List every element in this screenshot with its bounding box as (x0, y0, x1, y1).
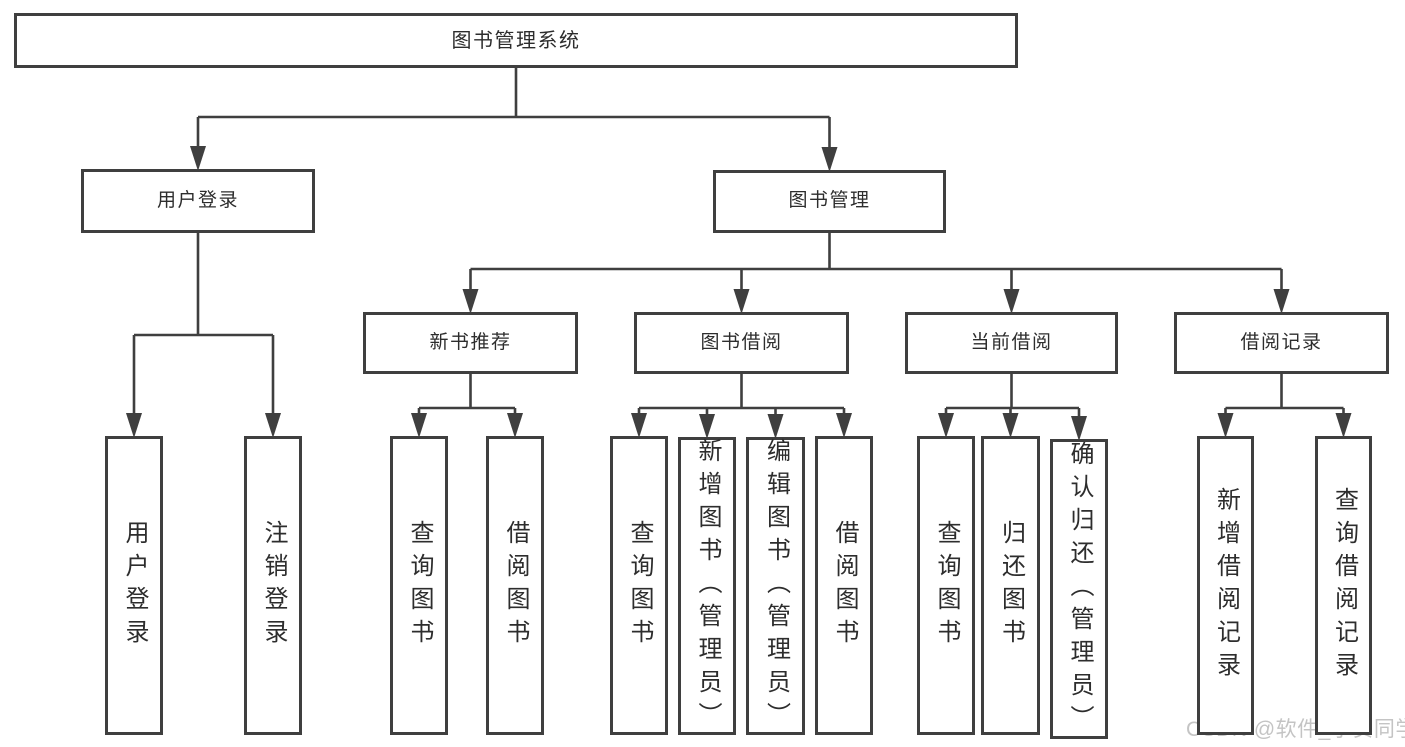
node-borrow-records: 借阅记录 (1174, 312, 1389, 374)
node-label-bb-borrow-book: 借阅图书 (831, 519, 858, 652)
node-current-borrow: 当前借阅 (905, 312, 1118, 374)
edge-book-mgmt (462, 233, 1290, 314)
node-label-bb-edit-book: 编辑图书（管理员） (762, 437, 790, 735)
node-label-cb-return-book: 归还图书 (997, 519, 1025, 652)
node-bb-edit-book: 编辑图书（管理员） (746, 437, 805, 735)
node-logout: 注销登录 (244, 436, 302, 735)
node-label-book-borrow: 图书借阅 (700, 331, 783, 353)
arrow-head (1002, 413, 1019, 438)
node-label-nbr-borrow-book: 借阅图书 (502, 519, 529, 652)
node-label-nbr-query-book: 查询图书 (406, 519, 433, 652)
node-new-book-rec: 新书推荐 (363, 312, 578, 374)
node-label-bb-add-book: 新增图书（管理员） (694, 437, 721, 735)
arrow-head (631, 413, 647, 438)
arrow-head (462, 289, 479, 314)
node-book-borrow: 图书借阅 (634, 312, 849, 374)
edge-book-borrow (631, 374, 852, 439)
node-bb-borrow-book: 借阅图书 (815, 436, 873, 735)
arrow-head (938, 413, 954, 438)
node-label-root: 图书管理系统 (451, 29, 581, 52)
node-cb-query-book: 查询图书 (917, 436, 975, 735)
node-label-logout: 注销登录 (260, 519, 287, 652)
node-label-user-login: 用户登录 (121, 519, 148, 652)
node-login: 用户登录 (81, 169, 315, 233)
node-label-bb-query-book: 查询图书 (626, 519, 653, 652)
arrow-head (1071, 416, 1087, 441)
arrow-head (126, 413, 142, 438)
node-book-mgmt: 图书管理 (713, 170, 946, 233)
node-label-br-query-record: 查询借阅记录 (1330, 486, 1358, 685)
arrow-head (1003, 289, 1020, 314)
arrow-head (507, 413, 523, 438)
node-label-cb-query-book: 查询图书 (933, 519, 960, 652)
edge-new-book-rec (411, 374, 523, 438)
node-br-query-record: 查询借阅记录 (1315, 436, 1372, 735)
arrow-head (699, 414, 715, 439)
edge-borrow-records (1217, 374, 1352, 438)
node-label-new-book-rec: 新书推荐 (429, 331, 512, 353)
node-root: 图书管理系统 (14, 13, 1018, 68)
arrow-head (411, 413, 427, 438)
arrow-head (190, 146, 206, 171)
node-bb-query-book: 查询图书 (610, 436, 668, 735)
arrow-head (767, 414, 784, 439)
node-nbr-borrow-book: 借阅图书 (486, 436, 544, 735)
node-cb-return-book: 归还图书 (981, 436, 1040, 735)
edge-current-borrow (938, 374, 1087, 441)
node-br-add-record: 新增借阅记录 (1197, 436, 1254, 735)
node-label-br-add-record: 新增借阅记录 (1212, 486, 1240, 685)
node-bb-add-book: 新增图书（管理员） (678, 437, 736, 735)
arrow-head (836, 413, 852, 438)
node-label-current-borrow: 当前借阅 (970, 331, 1053, 353)
edge-root (190, 68, 838, 172)
node-nbr-query-book: 查询图书 (390, 436, 448, 735)
edge-login (126, 233, 281, 438)
arrow-head (733, 289, 750, 314)
node-user-login: 用户登录 (105, 436, 163, 735)
node-label-borrow-records: 借阅记录 (1240, 331, 1323, 353)
arrow-head (1335, 413, 1352, 438)
node-cb-confirm-return: 确认归还（管理员） (1050, 439, 1108, 739)
node-label-login: 用户登录 (156, 189, 239, 211)
arrow-head (265, 413, 281, 438)
node-label-cb-confirm-return: 确认归还（管理员） (1066, 440, 1093, 738)
arrow-head (821, 147, 838, 172)
arrow-head (1273, 289, 1290, 314)
arrow-head (1217, 413, 1234, 438)
node-label-book-mgmt: 图书管理 (788, 190, 871, 212)
